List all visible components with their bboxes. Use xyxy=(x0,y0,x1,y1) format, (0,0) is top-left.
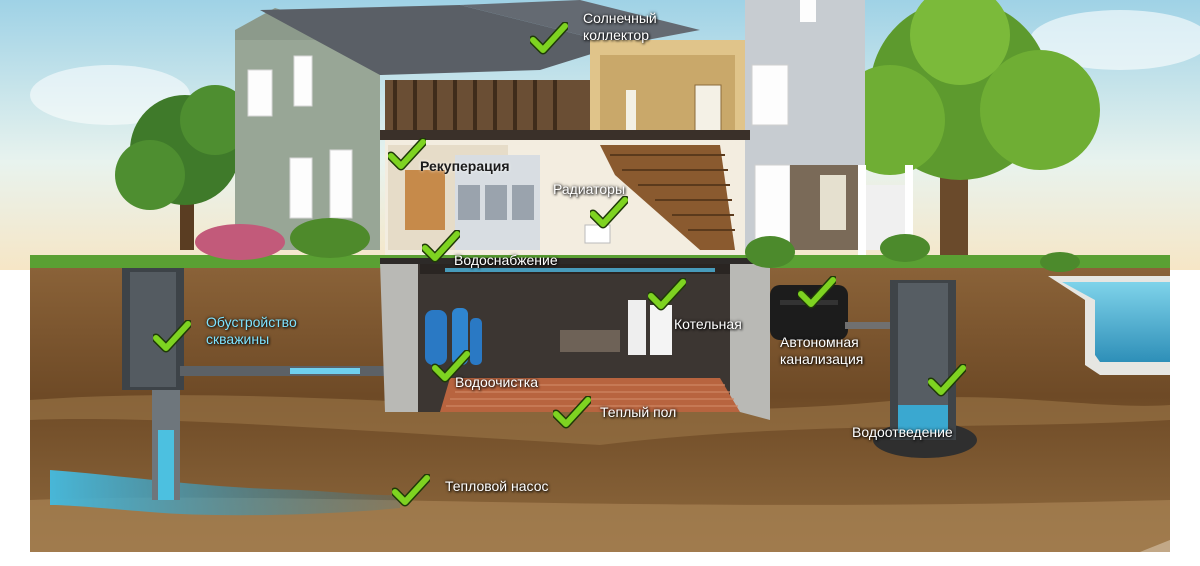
well xyxy=(122,268,385,500)
label-floor-heating: Теплый пол xyxy=(600,404,677,420)
label-water-treatment: Водоочистка xyxy=(455,374,538,390)
label-well: Обустройство скважины xyxy=(206,314,297,347)
check-icon xyxy=(422,230,460,263)
aquifer xyxy=(50,470,400,516)
check-icon xyxy=(590,196,628,229)
label-radiators: Радиаторы xyxy=(553,181,626,197)
check-icon xyxy=(648,278,686,311)
check-icon xyxy=(153,320,191,353)
check-icon xyxy=(392,474,430,507)
label-heat-pump: Тепловой насос xyxy=(445,478,549,494)
label-boiler-room: Котельная xyxy=(674,316,742,332)
label-recuperation: Рекуперация xyxy=(420,158,510,174)
check-icon xyxy=(432,350,470,383)
basement xyxy=(380,258,770,420)
check-icon xyxy=(530,22,568,55)
drainage-well xyxy=(873,280,977,458)
check-icon xyxy=(928,364,966,397)
label-drainage: Водоотведение xyxy=(852,424,953,440)
pool xyxy=(1048,276,1170,375)
label-sewage: Автономная канализация xyxy=(780,334,864,367)
label-solar-collector: Солнечный коллектор xyxy=(583,10,657,43)
check-icon xyxy=(553,396,591,429)
house xyxy=(235,0,913,255)
check-icon xyxy=(388,138,426,171)
check-icon xyxy=(798,276,836,309)
label-water-supply: Водоснабжение xyxy=(454,252,558,268)
